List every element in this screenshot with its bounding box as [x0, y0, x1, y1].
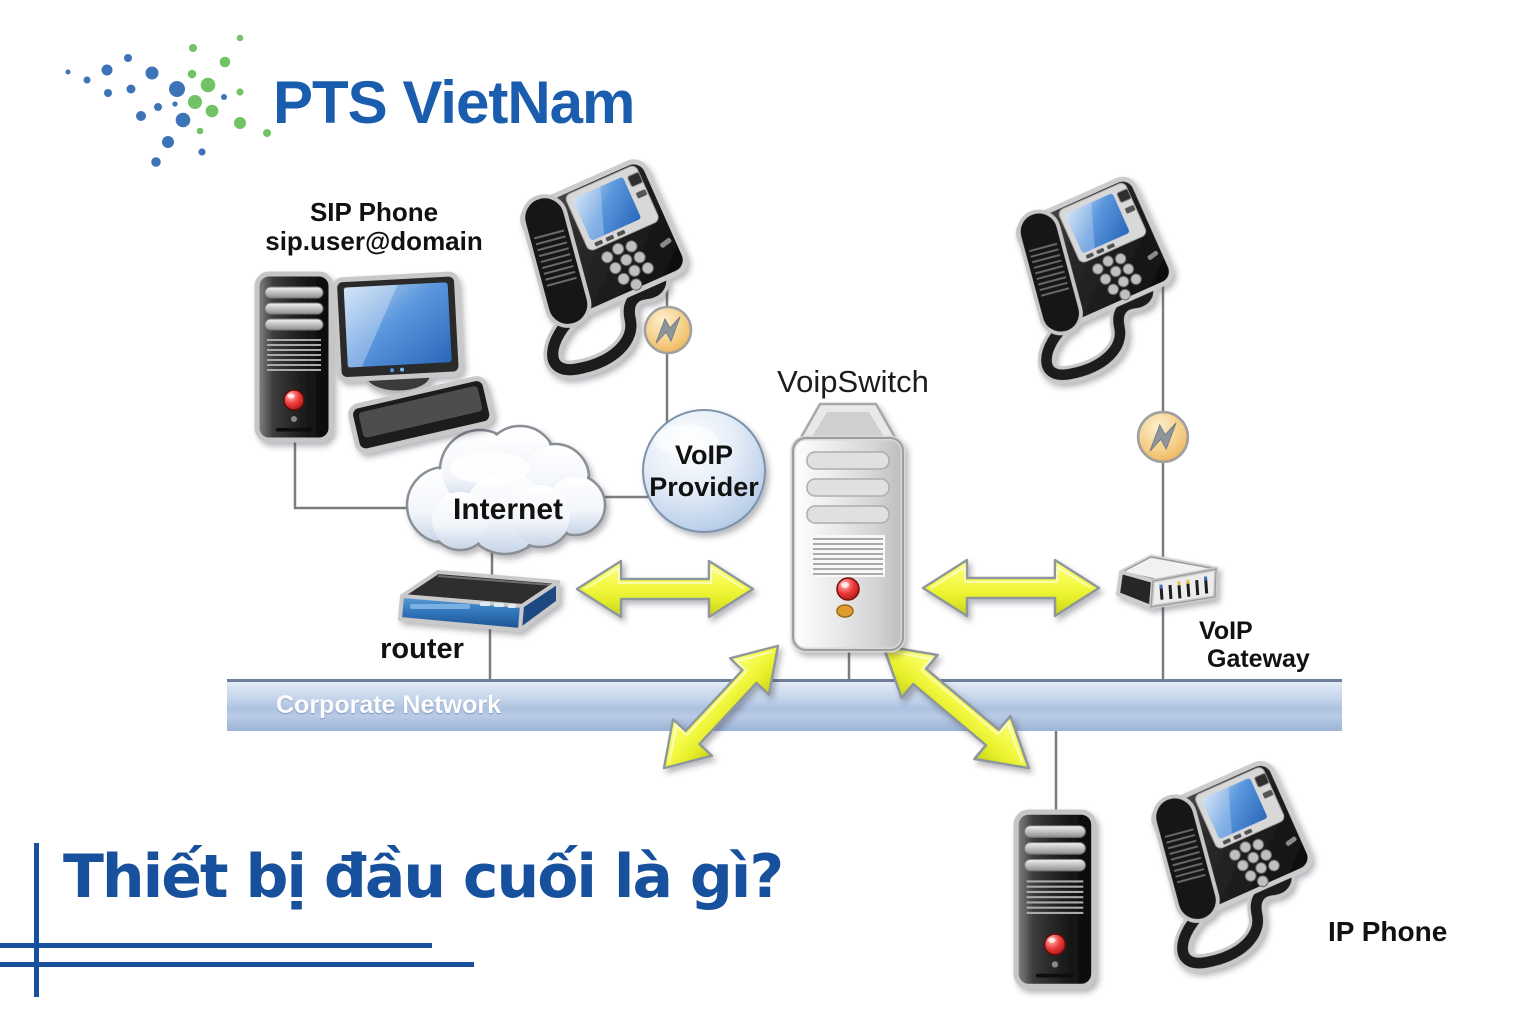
title-horizontal-rule-1 — [0, 943, 432, 948]
connector-pc-to-internet — [293, 440, 430, 510]
voipswitch-label: VoipSwitch — [777, 364, 929, 399]
title-horizontal-rule-2 — [0, 962, 474, 967]
corporate-network-bar: Corporate Network — [227, 679, 1342, 731]
ip-phone-label: IP Phone — [1328, 916, 1448, 947]
voip-provider-sphere — [642, 409, 766, 533]
logo-dots — [65, 34, 271, 167]
arrow-voipswitch-gateway — [921, 558, 1101, 618]
router-label: router — [380, 633, 464, 665]
voip-gateway-icon — [1116, 554, 1219, 609]
page-title: Thiết bị đầu cuối là gì? — [63, 842, 784, 912]
voipswitch-server-icon — [790, 402, 906, 653]
voip-gateway-label-line1: VoIP — [1199, 617, 1253, 645]
terminal-pc-tower-icon — [1016, 812, 1094, 986]
sip-phone-label: SIP Phone — [309, 197, 439, 227]
sip-phone-address: sip.user@domain — [265, 226, 483, 256]
voip-provider-label-line2: Provider — [649, 472, 759, 502]
logo-text: PTS VietNam — [273, 69, 635, 136]
internet-cloud-icon — [405, 424, 607, 556]
lightning-icon — [643, 305, 693, 355]
lightning-icon — [1136, 410, 1190, 464]
ip-phone-icon — [1122, 752, 1334, 973]
corporate-network-label: Corporate Network — [276, 691, 502, 719]
pc-tower-icon — [257, 274, 331, 440]
arrow-voipswitch-downleft — [643, 626, 799, 788]
monitor-icon — [332, 271, 464, 383]
arrow-router-voipswitch — [575, 559, 755, 619]
desktop-computer-icon — [257, 271, 495, 454]
voip-gateway-label-line2: Gateway — [1207, 645, 1310, 673]
keyboard-icon — [348, 376, 495, 454]
voip-provider-label-line1: VoIP — [674, 440, 734, 470]
title-vertical-rule — [34, 843, 39, 997]
router-icon — [398, 570, 560, 632]
internet-label: Internet — [452, 493, 564, 526]
